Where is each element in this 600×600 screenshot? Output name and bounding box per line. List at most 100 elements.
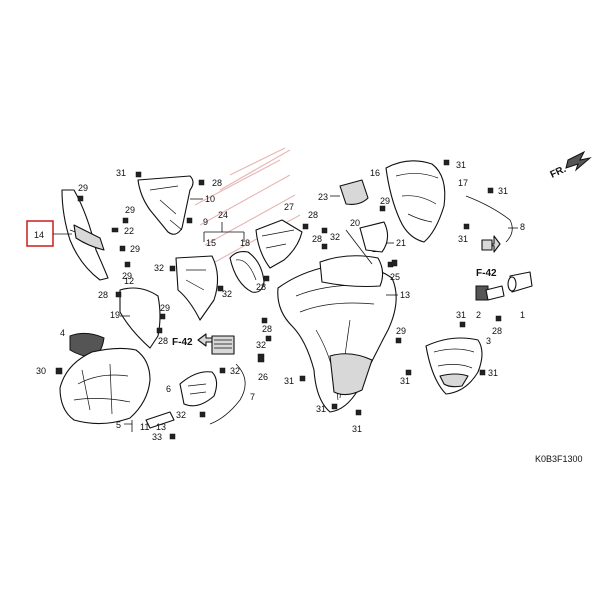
callout-29b: 29	[125, 205, 135, 215]
callout-25: 25	[390, 272, 400, 282]
callout-15: 15	[206, 238, 216, 248]
part-center-front-cover[interactable]	[277, 264, 397, 413]
part-16-duct[interactable]	[385, 160, 446, 243]
callout-32c: 32	[230, 366, 240, 376]
part-6-box[interactable]	[179, 371, 218, 407]
bolt-32f: 32	[321, 227, 340, 242]
callout-31b: 31	[284, 376, 294, 386]
part-1-socket[interactable]	[507, 271, 533, 293]
callout-30: 30	[36, 366, 46, 376]
bolt-33: 33	[152, 432, 176, 442]
bolt-31g: 31	[487, 186, 508, 196]
callout-29e: 29	[160, 303, 170, 313]
bolt-28e: 28	[156, 327, 168, 346]
bolt-31c: 31	[316, 403, 338, 414]
callout-31j: 31	[488, 368, 498, 378]
callout-16: 16	[370, 168, 380, 178]
callout-28i: 28	[492, 326, 502, 336]
callout-29c: 29	[130, 244, 140, 254]
callout-3: 3	[486, 336, 491, 346]
bolt-28i: 28	[492, 315, 502, 336]
bolt-32e: 32	[256, 335, 272, 350]
callout-26: 26	[258, 372, 268, 382]
part-11-bracket[interactable]	[145, 411, 175, 429]
part-20-holder[interactable]	[359, 221, 389, 253]
callout-32a: 32	[154, 263, 164, 273]
callout-23: 23	[318, 192, 328, 202]
part-17-cable[interactable]	[465, 195, 513, 243]
callout-13a: 13	[156, 422, 166, 432]
callout-9: 9	[203, 217, 208, 227]
part-27-bracket[interactable]	[255, 219, 303, 269]
callout-13b: 13	[400, 290, 410, 300]
callout-11: 11	[140, 422, 149, 432]
callout-10: 10	[205, 194, 215, 204]
callout-18: 18	[240, 238, 250, 248]
bolt-28-top: 28	[198, 178, 222, 188]
background-watermark	[194, 147, 301, 263]
callout-14: 14	[34, 230, 44, 240]
callout-27: 27	[284, 202, 294, 212]
callout-31e: 31	[400, 376, 410, 386]
callout-17: 17	[458, 178, 468, 188]
diagram-code: K0B3F1300	[535, 454, 583, 464]
bolt-31e: 31	[400, 369, 412, 386]
part-seal-ring	[229, 251, 265, 293]
bolt-29: 29 29 29 29	[77, 183, 140, 281]
part-19-inner-panel[interactable]	[175, 255, 219, 321]
callout-31d: 31	[352, 424, 362, 434]
callout-5: 5	[116, 420, 121, 430]
bolt-31i: 31	[456, 310, 466, 328]
part-12-lower-cover[interactable]	[119, 287, 161, 349]
highlight-box-14[interactable]	[26, 220, 54, 247]
part-13-upper-duct[interactable]	[319, 255, 384, 288]
callout-28a: 28	[212, 178, 222, 188]
callout-21: 21	[396, 238, 406, 248]
bolt-31h: 31	[458, 223, 470, 244]
part-7-cable[interactable]	[209, 363, 246, 425]
f42-ref-right: F-42	[476, 235, 501, 279]
callout-28f: 28	[312, 234, 322, 244]
part-23-bracket[interactable]	[339, 179, 369, 205]
part-14-side-cover[interactable]	[61, 189, 109, 281]
part-grille[interactable]	[211, 335, 235, 355]
bolt-28b	[302, 223, 309, 230]
front-direction-indicator: FR.	[549, 150, 592, 181]
bolt-29e: 29	[159, 303, 170, 320]
bolt-25: 25	[390, 259, 400, 282]
callout-22: 22	[124, 226, 134, 236]
bolt-31d: 31	[352, 409, 362, 434]
bolt-28f: 28	[312, 234, 328, 250]
callout-31f: 31	[456, 160, 466, 170]
callout-31h: 31	[458, 234, 468, 244]
callout-28c: 28	[256, 282, 266, 292]
bolt-29g: 29	[379, 196, 390, 212]
part-headlight-cover[interactable]	[425, 337, 483, 395]
callout-2: 2	[476, 310, 481, 320]
callout-1: 1	[520, 310, 525, 320]
callout-28d: 28	[98, 290, 108, 300]
callout-31c: 31	[316, 404, 326, 414]
bolt-28c	[263, 275, 270, 282]
callout-7: 7	[250, 392, 255, 402]
part-10-inner-cover[interactable]	[137, 175, 194, 235]
callout-32f: 32	[330, 232, 340, 242]
callout-29g: 29	[380, 196, 390, 206]
bolt-32c: 32	[219, 366, 240, 376]
part-cable-rod	[345, 229, 373, 265]
bolt-28g: 28	[261, 317, 272, 334]
part-3-plug[interactable]	[485, 285, 505, 301]
f42-label-right: F-42	[476, 268, 497, 279]
bolt-31-top: 31	[116, 168, 142, 178]
callout-28g: 28	[262, 324, 272, 334]
callout-6: 6	[166, 384, 171, 394]
callout-32b: 32	[222, 289, 232, 299]
callout-20: 20	[350, 218, 360, 228]
part-lower-front-cover[interactable]	[59, 347, 151, 425]
callout-4: 4	[60, 328, 65, 338]
callout-8: 8	[520, 222, 525, 232]
bolt-32b: 32	[217, 285, 232, 299]
callout-31a: 31	[116, 168, 126, 178]
callout-32e: 32	[256, 340, 266, 350]
